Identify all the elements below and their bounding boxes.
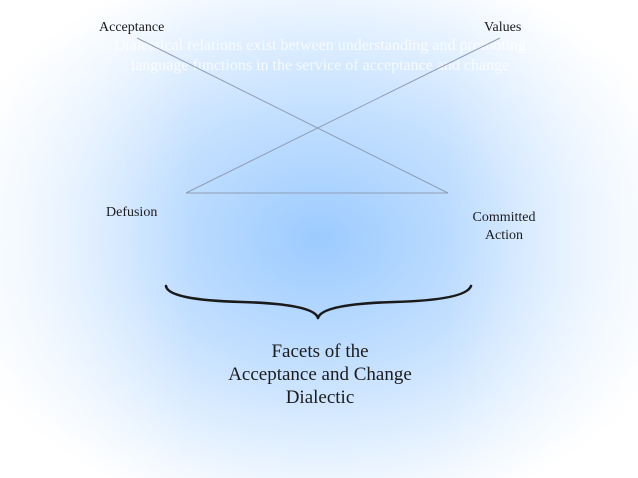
label-committed-action-line-2: Action — [484, 228, 524, 243]
connector-acceptance-to-committed — [136, 37, 449, 194]
caption-line-1: Facets of the — [271, 341, 369, 362]
label-committed-action: Committed Action — [454, 209, 554, 245]
caption-line-2: Acceptance and Change — [228, 364, 412, 385]
overlay-text-line-1: Dialectical relations exist between unde… — [113, 37, 527, 54]
curly-brace — [164, 284, 473, 320]
caption-facets: Facets of the Acceptance and Change Dial… — [170, 340, 470, 409]
overlay-text-line-2: language functions in the service of acc… — [130, 57, 510, 74]
overlay-text: Dialectical relations exist between unde… — [60, 36, 580, 76]
label-values: Values — [484, 20, 522, 35]
label-committed-action-line-1: Committed — [472, 210, 536, 225]
label-defusion: Defusion — [106, 205, 158, 220]
connector-values-to-defusion — [185, 37, 501, 194]
label-acceptance: Acceptance — [99, 20, 165, 35]
caption-line-3: Dialectic — [285, 387, 355, 408]
